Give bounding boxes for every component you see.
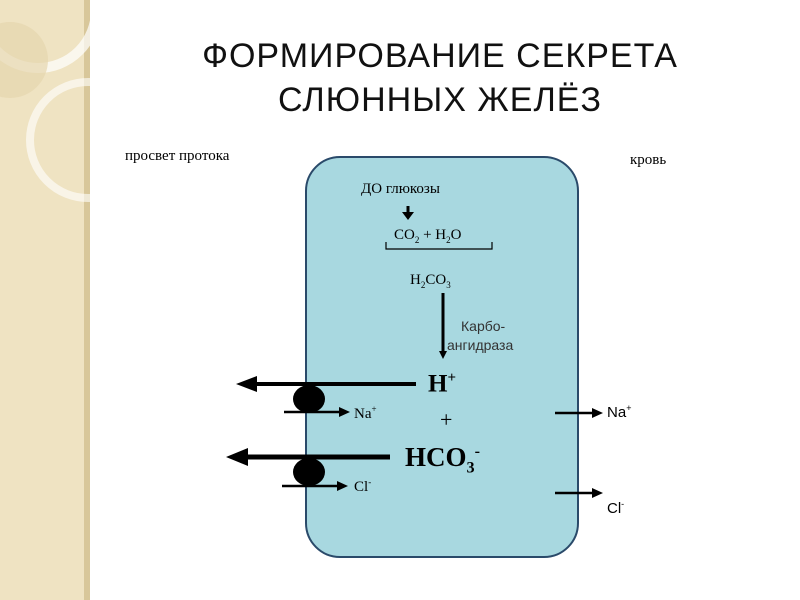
blood-label: кровь [630,152,667,168]
decorative-sidebar [0,0,90,600]
hco3-export-arrow [226,448,390,466]
antiporter-upper [293,385,325,413]
na-arrow-right [555,408,603,418]
h-ion-label: H+ [428,370,457,398]
cl-arrow-right [555,488,603,498]
h-ion-export-arrow [236,376,416,392]
na-import-arrow-left [284,407,350,417]
enzyme-label-line-1: Карбо- [461,318,506,334]
plus-sign: + [440,407,453,432]
antiporter-lower [293,458,325,486]
title-line-1: ФОРМИРОВАНИЕ СЕКРЕТА [202,37,678,75]
title-line-2: СЛЮННЫХ ЖЕЛЁЗ [277,81,603,119]
carbonic-acid-label: H2CO3 [410,272,451,290]
enzyme-label-line-2: ангидраза [447,337,514,353]
co2-h2o-brace [385,242,493,250]
glucose-label: ДО глюкозы [361,181,440,197]
bicarbonate-label: HCO3- [405,442,480,477]
co2-h2o-label: CO2 + H2O [394,227,462,245]
page-title: ФОРМИРОВАНИЕ СЕКРЕТА СЛЮННЫХ ЖЕЛЁЗ [150,34,730,122]
glucose-arrow [402,206,414,220]
cl-label-right: Cl- [607,499,625,517]
na-label-right: Na+ [607,403,632,421]
cl-label-left: Cl- [354,477,372,495]
dissociation-arrow [439,293,447,359]
na-label-left: Na+ [354,404,377,422]
cl-import-arrow-left [282,481,348,491]
lumen-label: просвет протока [125,148,230,164]
